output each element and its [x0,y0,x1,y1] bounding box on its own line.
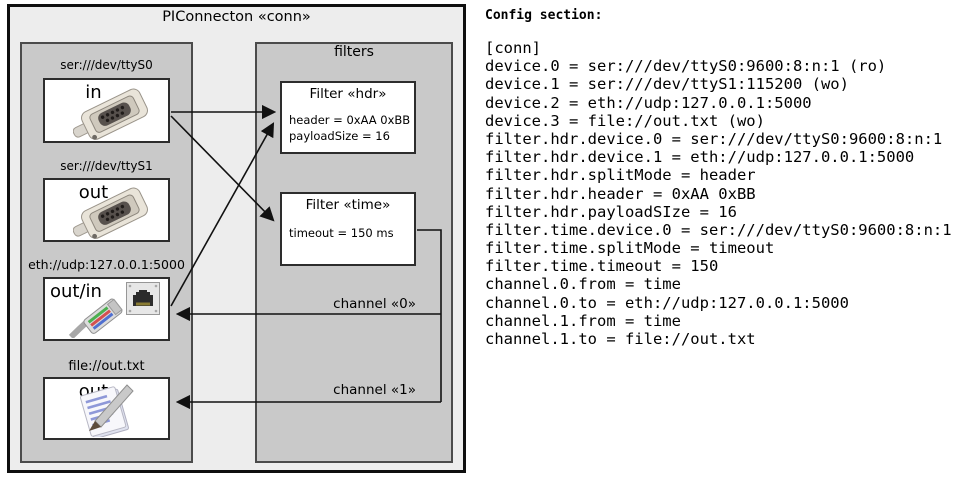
filter-hdr-header-prop: header = 0xAA 0xBB [289,113,411,127]
config-line: channel.0.to = eth://udp:127.0.0.1:5000 [485,293,849,312]
device-file-box: out [43,377,170,440]
config-line: device.3 = file://out.txt (wo) [485,111,765,130]
filter-hdr-title: Filter «hdr» [309,86,387,102]
filters-label: filters [334,44,374,60]
device-ttys1-uri: ser:///dev/ttyS1 [60,159,153,173]
device-ttys0-direction: in [85,82,102,103]
config-line: filter.hdr.device.0 = ser:///dev/ttyS0:9… [485,129,943,148]
filter-time-timeout-prop: timeout = 150 ms [289,226,394,240]
config-line: channel.1.to = file://out.txt [485,330,756,348]
filter-time-title: Filter «time» [305,197,391,213]
config-lines: [conn]device.0 = ser:///dev/ttyS0:9600:8… [485,39,952,348]
config-line: channel.0.from = time [485,275,681,294]
diagram-title: PIConnecton «conn» [162,9,311,25]
device-eth-box: out/in [43,277,170,341]
device-ttys0-box: in [43,78,170,143]
device-file-uri: file://out.txt [68,359,145,374]
config-line: device.0 = ser:///dev/ttyS0:9600:8:n:1 (… [485,57,887,76]
config-line: [conn] [485,39,541,57]
config-line: filter.time.device.0 = ser:///dev/ttyS0:… [485,220,952,239]
rj45-jack-icon [126,282,160,315]
device-ttys0-uri: ser:///dev/ttyS0 [60,58,153,72]
config-line: filter.hdr.splitMode = header [485,166,756,185]
channel-1-label: channel «1» [333,382,416,398]
config-line: channel.1.from = time [485,311,681,330]
config-line: device.1 = ser:///dev/ttyS1:115200 (wo) [485,75,849,94]
config-line: filter.hdr.device.1 = eth://udp:127.0.0.… [485,148,915,167]
channel-0-label: channel «0» [333,296,416,312]
device-eth-direction: out/in [50,281,102,302]
config-line: device.2 = eth://udp:127.0.0.1:5000 [485,93,812,112]
filter-time-box: Filter «time» timeout = 150 ms [280,192,416,266]
device-ttys1-direction: out [78,182,109,203]
filter-hdr-box: Filter «hdr» header = 0xAA 0xBB payloadS… [280,81,416,154]
device-ttys1-box: out [43,178,170,242]
config-line: filter.time.splitMode = timeout [485,239,775,258]
device-eth-uri: eth://udp:127.0.0.1:5000 [28,257,185,272]
config-line: filter.time.timeout = 150 [485,257,719,276]
config-heading: Config section: [485,8,603,23]
config-line: filter.hdr.payloadSIze = 16 [485,202,737,221]
filter-hdr-payloadsize-prop: payloadSize = 16 [289,129,390,143]
config-section: Config section: [conn]device.0 = ser:///… [484,0,964,484]
device-file-direction: out [78,381,109,402]
config-line: filter.hdr.header = 0xAA 0xBB [485,184,756,203]
